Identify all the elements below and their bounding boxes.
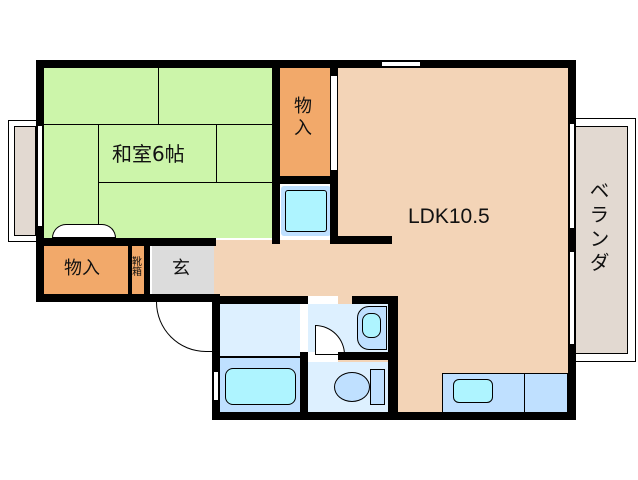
left-balcony-floor [14, 126, 36, 236]
wall [128, 246, 132, 294]
wall [36, 294, 220, 302]
wall [568, 60, 576, 420]
window [213, 372, 219, 400]
shoe-box [132, 246, 144, 294]
toilet-tank [370, 369, 385, 405]
wall [36, 238, 216, 246]
wall [330, 236, 392, 244]
counter-divider [524, 373, 525, 413]
entrance-door [156, 302, 212, 352]
washroom [220, 304, 300, 358]
closet-upper-label: 物入 [291, 96, 312, 140]
entrance [152, 246, 214, 294]
wall [272, 60, 280, 244]
wall [212, 296, 220, 420]
wall [36, 60, 576, 68]
wall [300, 352, 308, 412]
closet-left [44, 246, 128, 294]
shoe-box-label: 靴箱 [132, 257, 142, 278]
wall [352, 296, 398, 304]
closet-sliding-door [331, 76, 337, 170]
washroom-door [301, 304, 307, 350]
hallway [214, 240, 398, 296]
wall [280, 176, 330, 184]
window [569, 124, 575, 228]
kitchen-sink [453, 379, 493, 403]
wall [338, 352, 388, 360]
window [569, 252, 575, 344]
closet-left-label: 物入 [64, 258, 100, 279]
closet-upper [280, 68, 330, 176]
wall [212, 296, 308, 304]
veranda-label: ベランダ [586, 180, 610, 276]
wall [388, 296, 398, 420]
toilet-bowl [334, 372, 370, 402]
fridge [285, 190, 327, 232]
washitsu-label: 和室6帖 [112, 142, 185, 166]
closet-doors [52, 224, 116, 238]
wall [144, 246, 150, 294]
wall [220, 356, 300, 358]
basin-bowl [362, 313, 381, 338]
bathtub [225, 368, 296, 405]
window [382, 61, 420, 67]
ldk-label: LDK10.5 [408, 205, 490, 228]
entrance-label: 玄 [172, 258, 190, 279]
window [37, 126, 43, 226]
tatami-lines [44, 68, 272, 238]
